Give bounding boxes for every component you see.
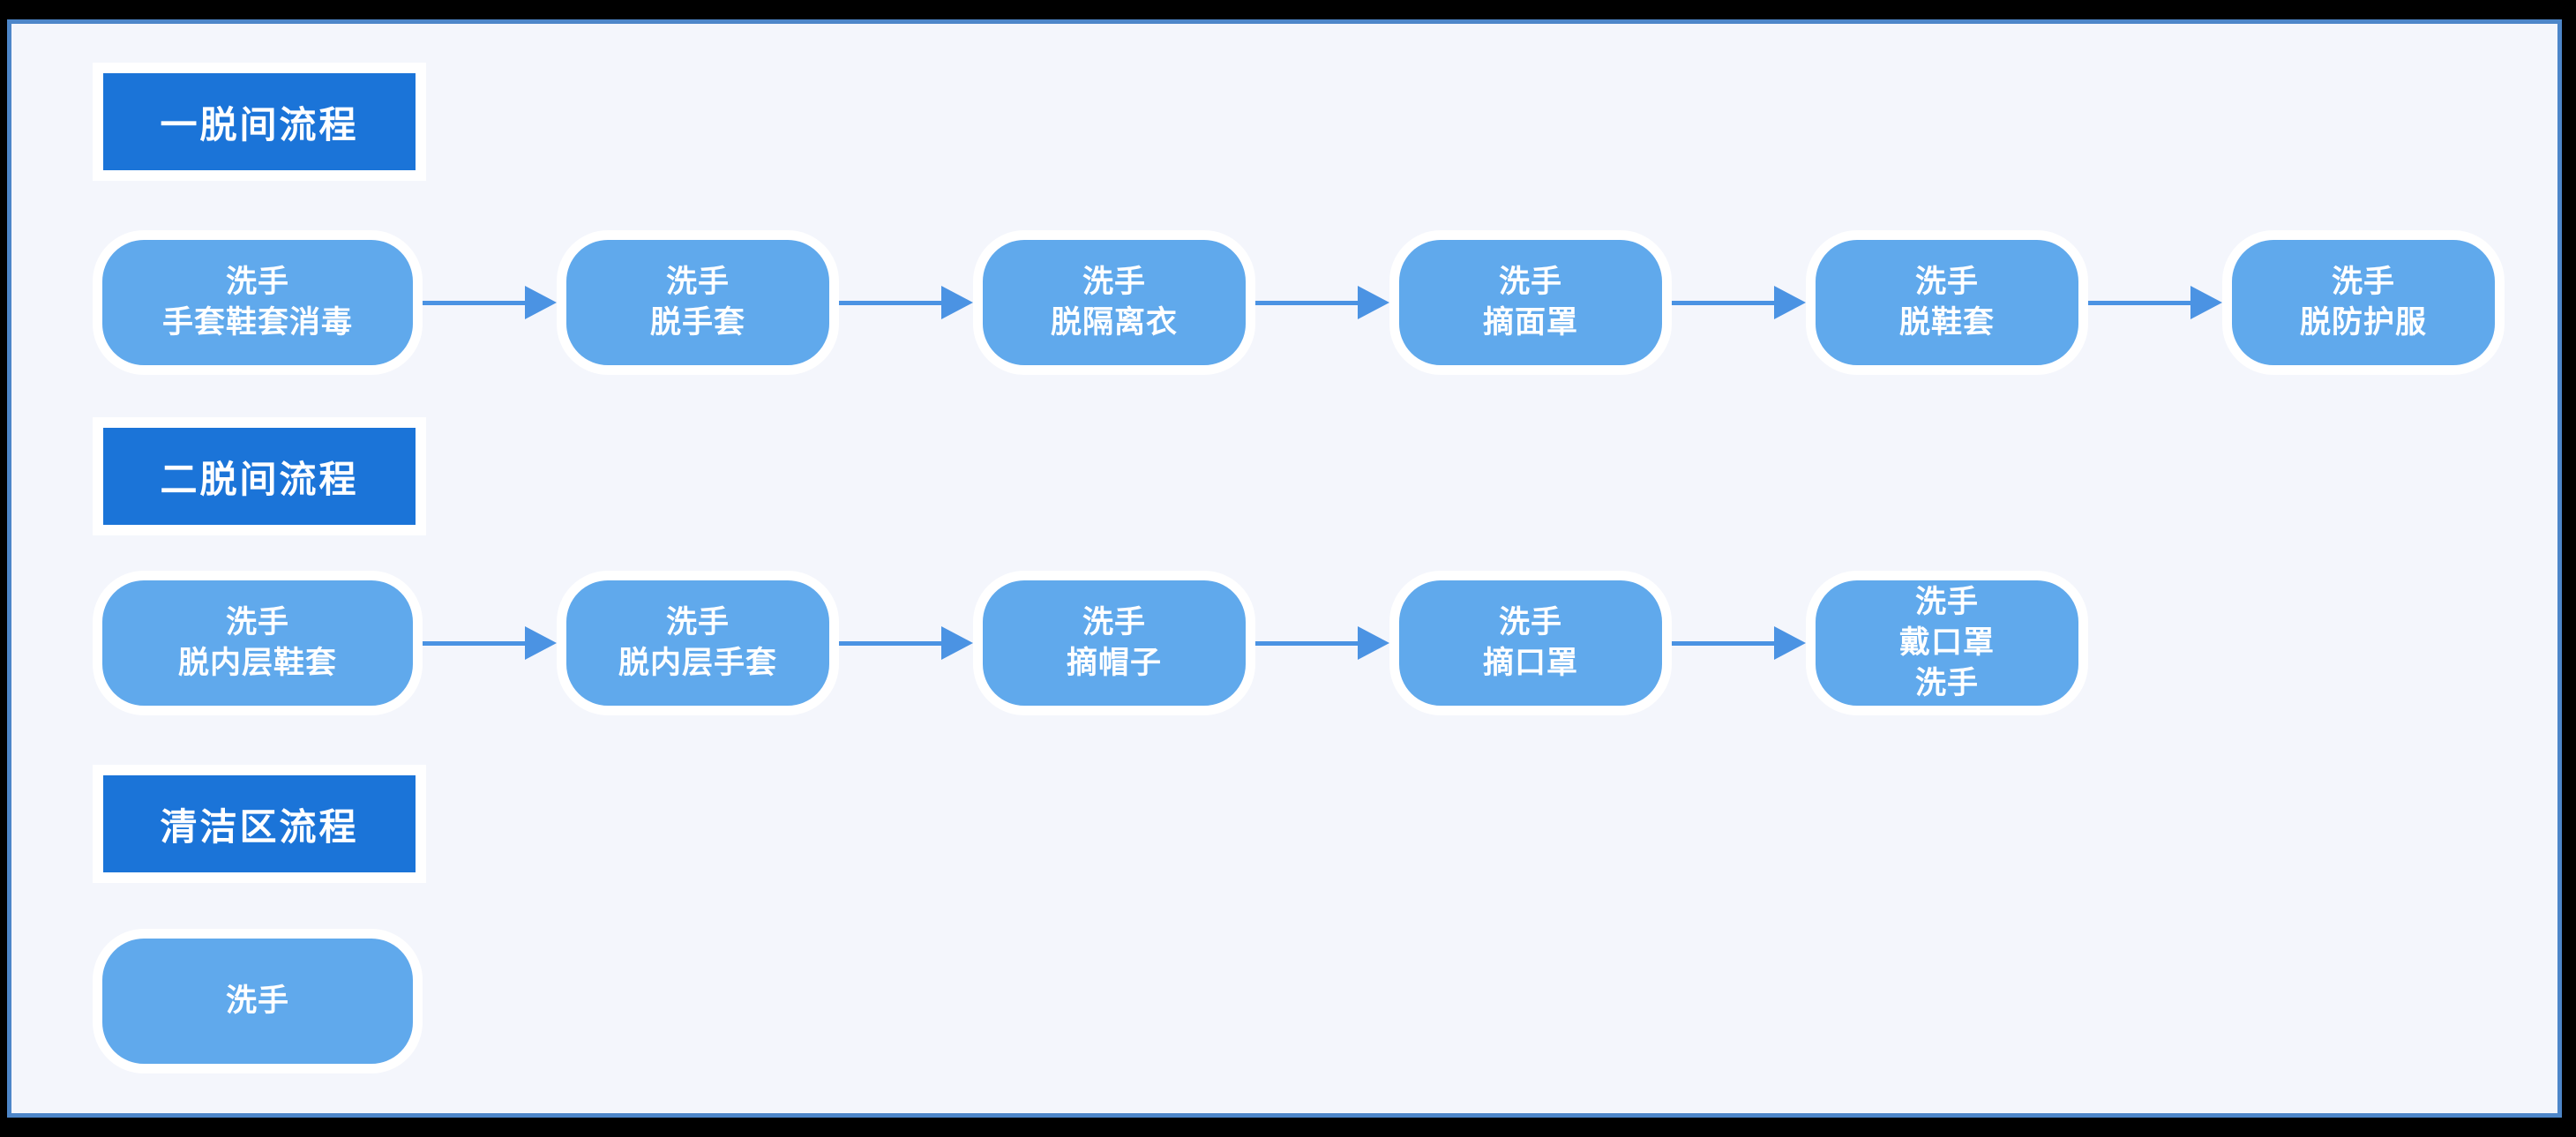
flow-node: 洗手 [93, 929, 423, 1073]
arrow-head [1358, 626, 1389, 660]
arrow-right-icon [1255, 286, 1389, 319]
flow-node: 洗手 脱内层鞋套 [93, 571, 423, 715]
arrow-right-icon [1255, 626, 1389, 660]
arrow-right-icon [839, 286, 973, 319]
flow-node: 洗手 摘口罩 [1389, 571, 1672, 715]
arrow-right-icon [423, 626, 557, 660]
arrow-line [1255, 300, 1358, 305]
flow-node-label: 洗手 摘口罩 [1482, 604, 1578, 680]
section-header-clean-area: 清洁区流程 [93, 765, 426, 883]
flow-node-label: 洗手 摘面罩 [1482, 264, 1578, 340]
flow-node-label: 洗手 [225, 983, 289, 1018]
section-title: 二脱间流程 [160, 458, 359, 500]
arrow-right-icon [839, 626, 973, 660]
arrow-line [1255, 640, 1358, 646]
flow-node: 洗手 摘帽子 [973, 571, 1255, 715]
flow-node: 洗手 脱内层手套 [557, 571, 839, 715]
flow-node: 洗手 脱手套 [557, 230, 839, 375]
flow-node-label: 洗手 脱隔离衣 [1050, 264, 1178, 340]
flowchart-panel: 一脱间流程 洗手 手套鞋套消毒 洗手 脱手套 洗手 脱隔离衣 洗手 摘面罩 洗手… [7, 19, 2562, 1118]
flow-node-label: 洗手 脱防护服 [2299, 264, 2427, 340]
flow-node-label: 洗手 手套鞋套消毒 [161, 264, 353, 340]
flow-node-label: 洗手 戴口罩 洗手 [1898, 584, 1995, 701]
flow-node: 洗手 戴口罩 洗手 [1806, 571, 2088, 715]
arrow-head [525, 286, 557, 319]
section-header-second-removal-room: 二脱间流程 [93, 417, 426, 535]
arrow-line [839, 300, 941, 305]
flow-row-clean-area: 洗手 [93, 929, 2557, 1073]
flow-node: 洗手 手套鞋套消毒 [93, 230, 423, 375]
flow-node-label: 洗手 摘帽子 [1066, 604, 1162, 680]
arrow-right-icon [2088, 286, 2222, 319]
flow-node-label: 洗手 脱内层鞋套 [177, 604, 337, 680]
flow-node: 洗手 脱防护服 [2222, 230, 2505, 375]
arrow-head [1774, 626, 1806, 660]
arrow-head [941, 626, 973, 660]
flow-node-label: 洗手 脱内层手套 [618, 604, 777, 680]
arrow-line [2088, 300, 2190, 305]
arrow-head [1774, 286, 1806, 319]
flow-node: 洗手 摘面罩 [1389, 230, 1672, 375]
arrow-line [1672, 640, 1774, 646]
section-title: 一脱间流程 [160, 103, 359, 146]
arrow-head [525, 626, 557, 660]
section-header-first-removal-room: 一脱间流程 [93, 63, 426, 181]
flow-node: 洗手 脱隔离衣 [973, 230, 1255, 375]
arrow-line [839, 640, 941, 646]
arrow-head [2190, 286, 2222, 319]
flow-node-label: 洗手 脱手套 [649, 264, 745, 340]
arrow-line [423, 640, 525, 646]
arrow-head [1358, 286, 1389, 319]
section-title: 清洁区流程 [160, 805, 359, 848]
flow-node: 洗手 脱鞋套 [1806, 230, 2088, 375]
arrow-line [1672, 300, 1774, 305]
flow-node-label: 洗手 脱鞋套 [1898, 264, 1995, 340]
flow-row-first-removal-room: 洗手 手套鞋套消毒 洗手 脱手套 洗手 脱隔离衣 洗手 摘面罩 洗手 脱鞋套 洗… [93, 230, 2557, 375]
arrow-right-icon [1672, 286, 1806, 319]
flow-row-second-removal-room: 洗手 脱内层鞋套 洗手 脱内层手套 洗手 摘帽子 洗手 摘口罩 洗手 戴口罩 洗… [93, 571, 2557, 715]
arrow-right-icon [1672, 626, 1806, 660]
arrow-line [423, 300, 525, 305]
arrow-right-icon [423, 286, 557, 319]
arrow-head [941, 286, 973, 319]
